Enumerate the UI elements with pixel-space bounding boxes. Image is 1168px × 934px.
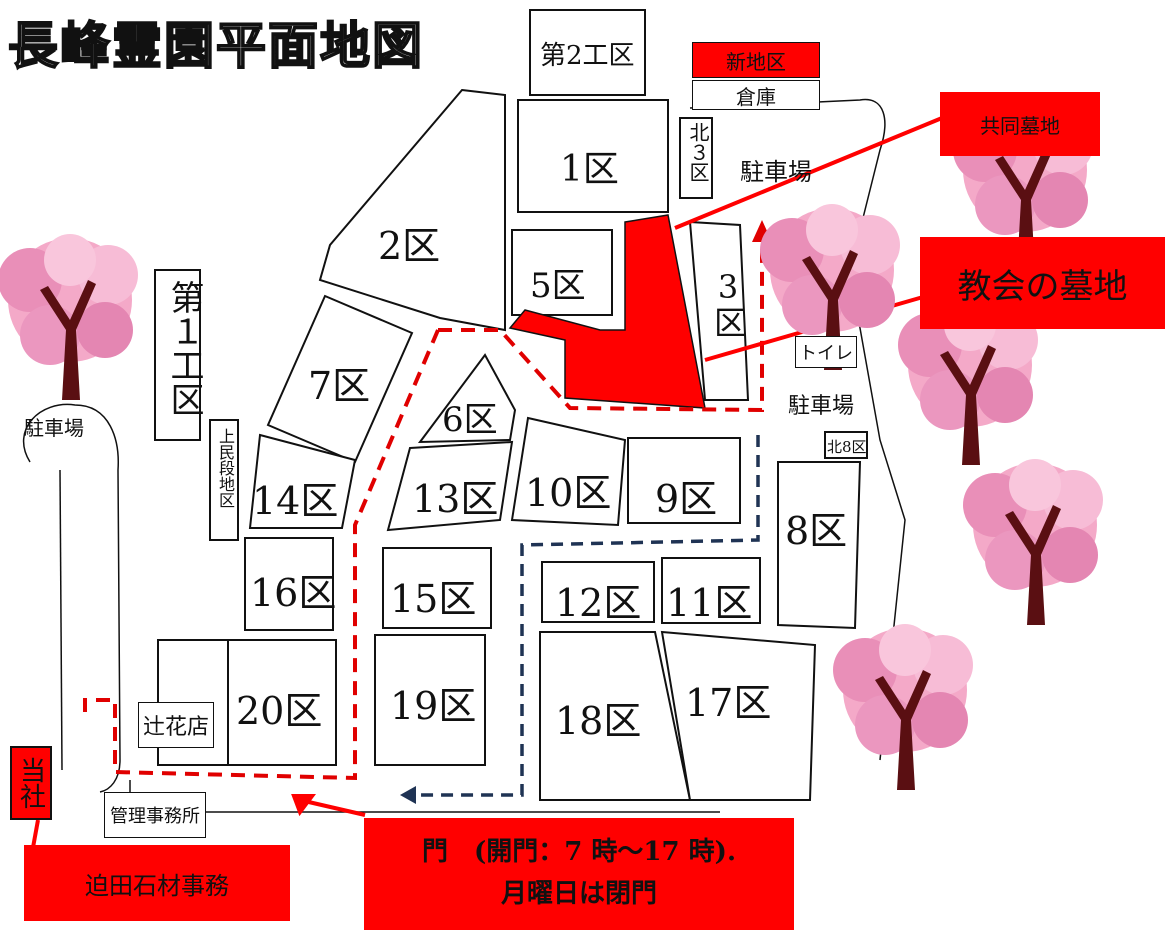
storage-label: 倉庫 (692, 80, 820, 110)
zone-15-block (382, 547, 492, 629)
joint-grave-callout: 共同墓地 (940, 92, 1100, 156)
company-label: 当社 (10, 746, 52, 820)
gate-hours-callout: 門 (開門：7 時～17 時). 月曜日は閉門 (364, 818, 794, 930)
zone-kou1-label: 第１工区 (164, 280, 204, 416)
zone-3-block (688, 220, 750, 401)
zone-12-label: 12区 (555, 581, 642, 625)
zone-17-block (660, 630, 817, 801)
office-label: 管理事務所 (104, 792, 206, 838)
cherry-tree-icon (833, 624, 973, 790)
zone-9-block (627, 437, 741, 524)
zone-5-block (511, 229, 613, 316)
zone-20-block (227, 639, 337, 766)
gate-hours-line2: 月曜日は閉門 (500, 879, 657, 909)
zone-kita8-label: 北8区 (827, 438, 867, 456)
zone-13-label: 13区 (412, 477, 499, 521)
parking-west-label: 駐車場 (24, 416, 84, 440)
zone-2-label: 2区 (378, 224, 441, 268)
zone-kou1-block (154, 269, 201, 441)
zone-15-label: 15区 (390, 577, 477, 621)
new-area-label: 新地区 (692, 42, 820, 78)
zone-18-label: 18区 (555, 699, 642, 743)
zone-6-block (417, 353, 517, 444)
cherry-tree-icon (0, 234, 138, 400)
zone-11-label: 11区 (666, 581, 753, 625)
zone-kita8-block (824, 431, 868, 459)
map-title: 長峰霊園平面地図 (7, 15, 424, 76)
zone-1-label: 1区 (560, 149, 619, 190)
zone-10-label: 10区 (525, 471, 612, 515)
zone-16-label: 16区 (250, 571, 337, 615)
zone-1-block (517, 99, 669, 213)
zone-12-block (541, 561, 655, 623)
zone-13-block (386, 440, 514, 532)
zone-9-label: 9区 (655, 477, 718, 521)
zone-5-label: 5区 (530, 266, 586, 306)
route-navy-arrowhead (400, 786, 416, 804)
zone-19-label: 19区 (390, 684, 477, 728)
zone-blocks (154, 9, 868, 801)
zone-kou2-block (529, 9, 646, 96)
zone-16-block (244, 537, 334, 631)
zone-kita3-label: 北３区 (686, 122, 710, 182)
zone-11-block (661, 557, 761, 624)
toilet-label: トイレ (795, 336, 857, 368)
zone-8-block (777, 461, 862, 630)
parking-north-label: 駐車場 (740, 158, 812, 186)
church-grave-area (508, 214, 706, 409)
zone-kami-block (209, 419, 239, 541)
gate-hours-line1: 門 (開門：7 時～17 時). (421, 837, 737, 868)
zone-2-block (318, 88, 506, 332)
zone-14-label: 14区 (252, 479, 339, 523)
zone-10-block (510, 416, 627, 527)
zone-8-label: 8区 (785, 509, 848, 553)
zone-7-label: 7区 (308, 364, 371, 408)
company-office-callout: 迫田石材事務 (24, 845, 290, 921)
zone-kou2-label: 第2工区 (540, 41, 635, 71)
cherry-tree-icon (963, 459, 1103, 625)
zone-20-label: 20区 (236, 689, 323, 733)
zone-kami-label: 上民段地区 (216, 428, 235, 508)
zone-14-block (248, 433, 357, 529)
zone-3-label: 3区 (709, 268, 747, 338)
parking-east-label: 駐車場 (788, 394, 855, 419)
route-red (83, 228, 764, 781)
zone-kita3-block (679, 117, 713, 199)
road-outlines (23, 98, 906, 813)
church-grave-callout: 教会の墓地 (920, 237, 1165, 329)
zone-19-block (374, 634, 486, 766)
route-navy (412, 435, 760, 797)
flower-shop-label: 辻花店 (138, 702, 215, 748)
zone-6-label: 6区 (442, 400, 498, 440)
zone-17-label: 17区 (685, 681, 772, 725)
